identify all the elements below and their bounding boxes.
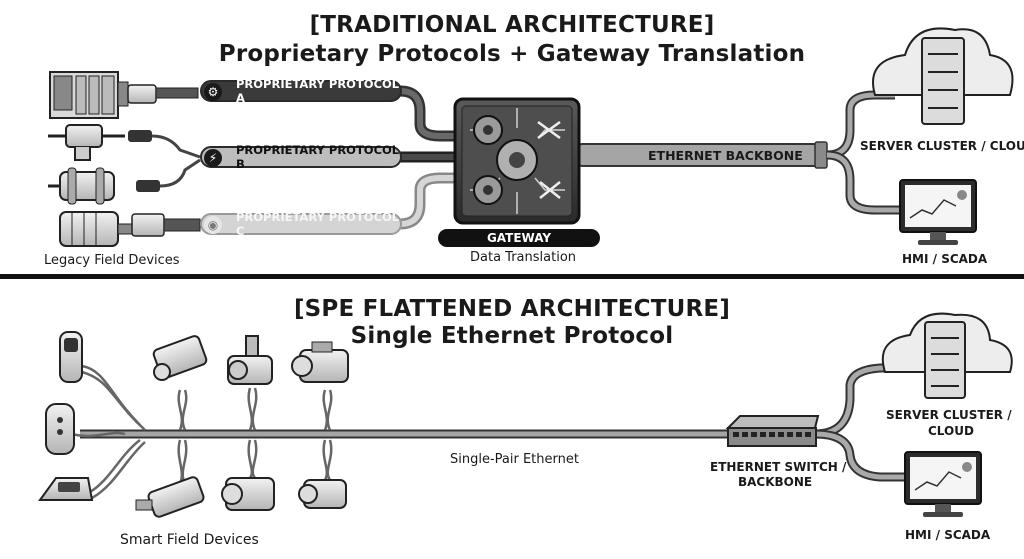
spe-cables <box>71 363 905 500</box>
smart-device-motor-top <box>291 341 349 383</box>
gateway-sublabel: Data Translation <box>470 250 577 265</box>
ethernet-switch <box>725 415 820 447</box>
protocol-c-pill: ◉ PROPRIETARY PROTOCOL C <box>200 210 402 238</box>
legacy-device-sensor <box>48 124 201 161</box>
legacy-cables <box>394 85 900 230</box>
hmi-monitor-bottom <box>904 451 982 517</box>
traditional-title: [TRADITIONAL ARCHITECTURE] <box>309 12 715 38</box>
protocol-b-pill: ⚡ PROPRIETARY PROTOCOL B <box>200 143 402 171</box>
protocol-a-pill: ⚙ PROPRIETARY PROTOCOL A <box>200 77 402 105</box>
legacy-device-plc <box>49 71 199 119</box>
server-label-bottom-line1: SERVER CLUSTER / <box>886 408 1012 422</box>
section-divider <box>0 274 1024 279</box>
gateway-unit <box>453 97 581 225</box>
legacy-device-motor <box>59 211 201 247</box>
smart-device-motor-bottom-2 <box>298 479 347 509</box>
spe-title: [SPE FLATTENED ARCHITECTURE] <box>293 296 731 322</box>
smart-device-valve <box>227 335 273 385</box>
smart-devices-label: Smart Field Devices <box>120 532 259 548</box>
smart-device-actuator-bottom <box>135 476 205 518</box>
spe-cable-label: Single-Pair Ethernet <box>450 452 579 467</box>
gateway-translation-badge: GATEWAY TRANSLATION <box>438 229 600 263</box>
hmi-label-bottom: HMI / SCADA <box>905 528 991 542</box>
protocol-c-label: PROPRIETARY PROTOCOL C <box>236 210 400 238</box>
legacy-device-actuator <box>48 158 201 205</box>
switch-label-line1: ETHERNET SWITCH / <box>710 460 847 474</box>
legacy-devices-label: Legacy Field Devices <box>44 253 180 268</box>
wireless-icon: ◉ <box>204 216 222 234</box>
server-label-top: SERVER CLUSTER / CLOUD <box>860 139 1024 153</box>
gears-icon: ⚙ <box>204 83 222 101</box>
protocol-a-label: PROPRIETARY PROTOCOL A <box>236 77 400 105</box>
server-label-bottom-line2: CLOUD <box>928 424 974 438</box>
hmi-label-top: HMI / SCADA <box>902 252 988 266</box>
protocol-b-label: PROPRIETARY PROTOCOL B <box>236 143 400 171</box>
server-cluster-cloud-top <box>872 27 1014 125</box>
hmi-monitor-top <box>899 179 977 245</box>
smart-device-handheld-sensor <box>59 331 83 383</box>
smart-device-motor-bottom-1 <box>221 477 275 511</box>
server-cluster-cloud-bottom <box>881 312 1013 399</box>
spe-subtitle: Single Ethernet Protocol <box>350 323 674 349</box>
traditional-subtitle: Proprietary Protocols + Gateway Translat… <box>218 41 806 67</box>
backbone-label: ETHERNET BACKBONE <box>648 148 803 163</box>
smart-device-camera <box>152 335 208 381</box>
switch-label-line2: BACKBONE <box>738 475 813 489</box>
lightning-icon: ⚡ <box>204 149 222 167</box>
smart-device-wall-sensor <box>45 403 75 455</box>
smart-device-meter <box>38 477 94 501</box>
